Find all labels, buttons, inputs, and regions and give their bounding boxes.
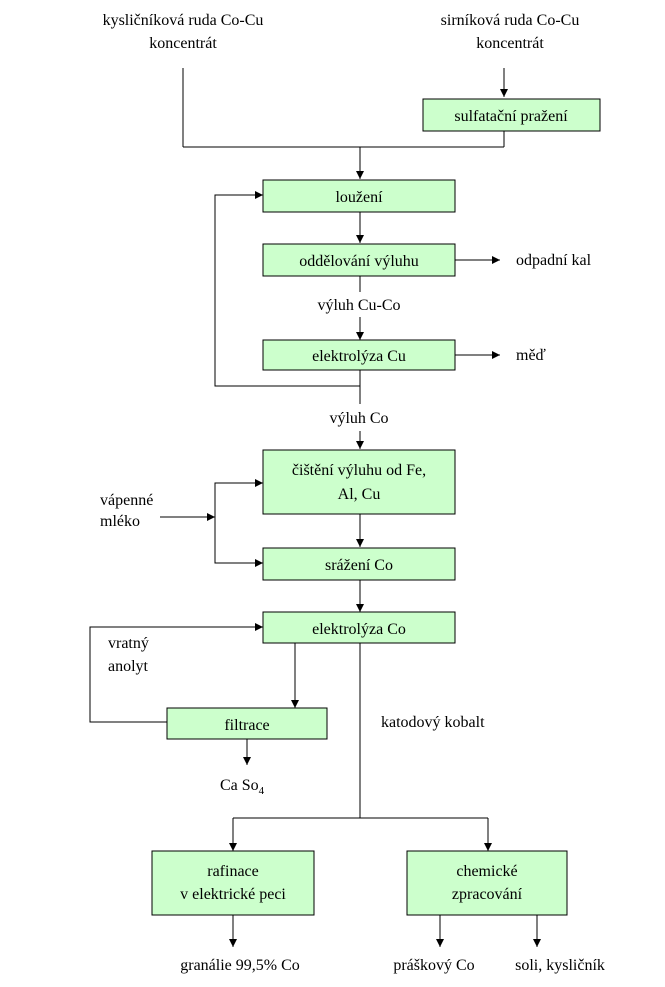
box-chemical-processing bbox=[406, 850, 568, 916]
sulfide-ore-line1: sirníková ruda Co-Cu bbox=[441, 12, 580, 29]
box-labels: sulfatační pražení loužení oddělování vý… bbox=[100, 12, 605, 974]
lime-milk-line1: vápenné bbox=[100, 492, 153, 509]
cathode-cobalt-label: katodový kobalt bbox=[381, 714, 485, 731]
refining-label-line1: rafinace bbox=[207, 863, 259, 880]
co-electrolysis-label: elektrolýza Co bbox=[312, 621, 406, 638]
filtration-label: filtrace bbox=[224, 717, 269, 734]
anolyte-return-loop bbox=[89, 623, 263, 723]
copper-label: měď bbox=[516, 347, 547, 364]
co-leach-label: výluh Co bbox=[329, 410, 388, 427]
waste-sludge-label: odpadní kal bbox=[516, 252, 592, 269]
chemical-processing-label-line1: chemické bbox=[456, 863, 517, 880]
oxide-ore-line2: koncentrát bbox=[149, 35, 217, 52]
sulfide-ore-line2: koncentrát bbox=[476, 35, 544, 52]
lime-milk-line2: mléko bbox=[100, 513, 140, 530]
caso4-label: Ca So4 bbox=[220, 777, 265, 797]
leach-separation-label: oddělování výluhu bbox=[299, 253, 419, 270]
recycle-loop-to-leaching bbox=[214, 191, 361, 387]
co-precipitation-label: srážení Co bbox=[325, 557, 393, 574]
sulfatation-roasting-label: sulfatační pražení bbox=[454, 108, 568, 125]
box-co-precipitation bbox=[262, 547, 456, 581]
caso4-base: Ca So bbox=[220, 777, 259, 794]
process-boxes bbox=[151, 98, 601, 916]
powder-label: práškový Co bbox=[393, 957, 474, 974]
salts-label: soli, kysličník bbox=[515, 957, 605, 974]
purification-label-line2: Al, Cu bbox=[338, 486, 381, 503]
box-purification bbox=[262, 449, 456, 515]
purification-label-line1: čištění výluhu od Fe, bbox=[292, 462, 426, 479]
box-refining bbox=[151, 850, 315, 916]
cu-electrolysis-label: elektrolýza Cu bbox=[312, 348, 406, 365]
box-leach-separation bbox=[262, 243, 456, 277]
connectors bbox=[89, 68, 541, 947]
chemical-processing-label-line2: zpracování bbox=[452, 886, 523, 903]
box-leaching bbox=[262, 179, 456, 213]
granules-label: granálie 99,5% Co bbox=[180, 957, 300, 974]
box-cu-electrolysis bbox=[262, 339, 456, 371]
oxide-ore-line1: kysličníková ruda Co-Cu bbox=[103, 12, 264, 29]
box-co-electrolysis bbox=[262, 611, 456, 644]
caso4-subscript: 4 bbox=[259, 785, 265, 797]
cu-co-leach-label: výluh Cu-Co bbox=[317, 297, 400, 314]
box-sulfatation-roasting bbox=[422, 98, 601, 132]
return-anolyte-line2: anolyt bbox=[108, 658, 149, 675]
refining-label-line2: v elektrické peci bbox=[180, 886, 286, 903]
lime-milk-split bbox=[214, 482, 263, 564]
leaching-label: loužení bbox=[335, 189, 383, 206]
return-anolyte-line1: vratný bbox=[108, 635, 149, 652]
box-filtration bbox=[166, 707, 328, 740]
